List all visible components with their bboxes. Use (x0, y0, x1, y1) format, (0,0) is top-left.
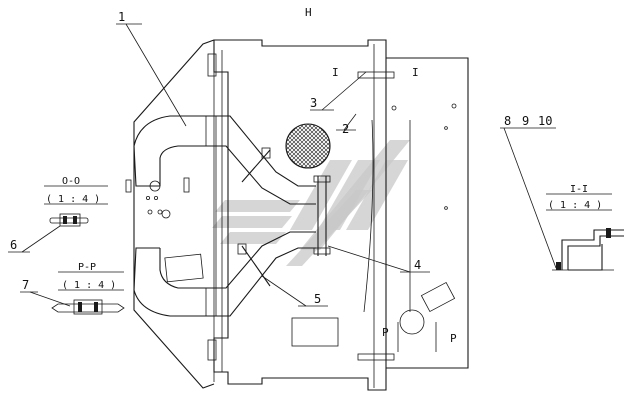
callout-1: 1 (118, 10, 125, 24)
callout-5: 5 (314, 292, 321, 306)
section-mark-i-left: I (332, 66, 339, 79)
detail-o-o (44, 185, 108, 227)
detail-i-i-title: I-I (570, 184, 588, 195)
callout-3: 3 (310, 96, 317, 110)
callout-6: 6 (10, 238, 17, 252)
callout-4: 4 (414, 258, 421, 272)
detail-i-i-scale: ( 1 : 4 ) (548, 200, 602, 211)
section-mark-i-right: I (412, 66, 419, 79)
section-mark-p-left: P (382, 326, 389, 339)
detail-i-i (546, 193, 624, 271)
detail-p-p-scale: ( 1 : 4 ) (62, 280, 116, 291)
callout-8: 8 (504, 114, 511, 128)
callout-9: 9 (522, 114, 529, 128)
section-mark-p-right: P (450, 332, 457, 345)
clamp-group (237, 71, 395, 361)
right-panel-features (291, 103, 457, 352)
duct-assembly (125, 115, 316, 317)
callout-10: 10 (538, 114, 552, 128)
detail-o-o-title: O-O (62, 176, 80, 187)
callout-7: 7 (22, 278, 29, 292)
watermark-logo (212, 140, 410, 266)
detail-p-p (51, 271, 125, 315)
view-label-h: H (305, 6, 312, 19)
detail-p-p-title: P-P (78, 262, 96, 273)
leader-lines (8, 23, 557, 307)
detail-o-o-scale: ( 1 : 4 ) (46, 194, 100, 205)
main-housing (133, 39, 469, 391)
hatched-grille (285, 123, 331, 169)
callout-2: 2 (342, 122, 349, 136)
